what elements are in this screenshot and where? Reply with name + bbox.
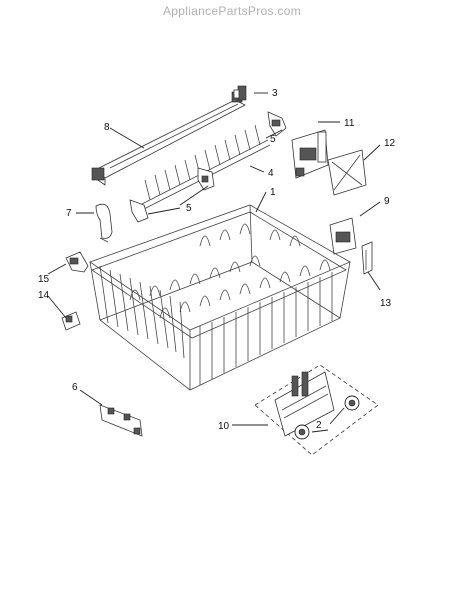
callout-11: 11: [344, 118, 355, 129]
callout-14: 14: [38, 290, 50, 301]
end-clip-part[interactable]: [233, 85, 247, 101]
callout-5-upper: 5: [270, 134, 276, 145]
callout-9: 9: [384, 196, 390, 207]
callout-8: 8: [104, 122, 110, 133]
mount-bracket-part[interactable]: [327, 149, 367, 196]
callout-3: 3: [272, 88, 278, 99]
tine-row-part[interactable]: [139, 124, 271, 211]
callout-1: 1: [270, 187, 276, 198]
rack-basket-part[interactable]: [89, 204, 351, 391]
callout-15: 15: [38, 274, 50, 285]
leader-lines: [47, 92, 381, 433]
callout-labels: 3 8 11 5 4 12 1 5 7 9 15 14 13 6 10 2: [38, 88, 396, 432]
adjuster-part[interactable]: [329, 217, 357, 255]
callout-4: 4: [268, 168, 274, 179]
tine-clip-lower-part[interactable]: [129, 167, 215, 223]
callout-6: 6: [72, 382, 78, 393]
watermark: AppliancePartsPros.com: [163, 4, 301, 18]
wheel-part[interactable]: [294, 395, 360, 440]
lever-part[interactable]: [95, 203, 113, 243]
bracket-part[interactable]: [291, 129, 329, 179]
end-cap-part[interactable]: [61, 311, 81, 331]
callout-12: 12: [384, 138, 396, 149]
callout-10: 10: [218, 421, 230, 432]
callout-5-lower: 5: [186, 203, 192, 214]
adjuster-assembly-part[interactable]: [254, 364, 379, 456]
stopper-part[interactable]: [65, 251, 89, 273]
track-part[interactable]: [99, 404, 143, 437]
callout-2: 2: [316, 420, 322, 431]
callout-7: 7: [66, 208, 72, 219]
arm-part[interactable]: [361, 241, 373, 275]
rail-part[interactable]: [91, 91, 246, 186]
callout-13: 13: [380, 298, 392, 309]
